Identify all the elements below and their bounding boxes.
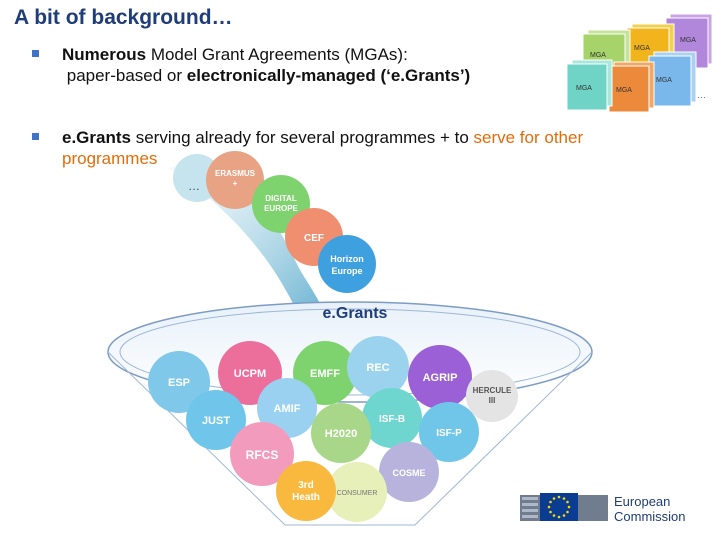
svg-text:JUST: JUST [202, 415, 230, 427]
bullet-bold-text: electronically-managed (‘e.Grants’) [186, 66, 471, 85]
eu-flag-icon [540, 493, 578, 521]
svg-text:HERCULE: HERCULE [473, 386, 512, 395]
slide-title: A bit of background… [14, 6, 233, 29]
svg-text:UCPM: UCPM [234, 368, 266, 380]
bullet-text: serving already for several programmes +… [135, 128, 469, 147]
svg-text:CEF: CEF [304, 233, 324, 244]
bullet-mgas: Numerous Model Grant Agreements (MGAs): … [32, 44, 532, 86]
svg-text:MGA: MGA [656, 77, 672, 84]
svg-text:MGA: MGA [634, 45, 650, 52]
bullet-bold-text: e.Grants [62, 128, 131, 147]
svg-text:EUROPE: EUROPE [264, 204, 298, 213]
h2020-circle: H2020 [311, 403, 371, 463]
rfcs-circle: RFCS [230, 422, 294, 486]
svg-text:Europe: Europe [331, 266, 362, 276]
bullet-marker [32, 133, 39, 140]
svg-text:+: + [233, 179, 238, 188]
stream-arrow [168, 164, 326, 320]
berlaymont-building-icon [520, 495, 540, 521]
mga-doc: MGA [608, 61, 655, 113]
svg-text:Heath: Heath [292, 492, 320, 503]
svg-text:ESP: ESP [168, 377, 190, 389]
european-commission-logo: European Commission [520, 493, 686, 524]
mga-doc: MGA [648, 51, 697, 107]
svg-text:RFCS: RFCS [246, 448, 279, 462]
bullet-text: Model Grant Agreements (MGAs): [150, 45, 408, 64]
isfb-circle: ISF-B [362, 388, 422, 448]
logo-line2: Commission [614, 509, 686, 524]
bullet-accent-text: serve for other [473, 128, 584, 147]
svg-text:…: … [188, 179, 200, 193]
consumer-circle: CONSUMER [327, 462, 387, 522]
bullet-accent-text: programmes [62, 149, 158, 168]
logo-line1: European [614, 494, 670, 509]
svg-text:AMIF: AMIF [274, 403, 301, 415]
mga-ellipsis: … [697, 90, 706, 100]
bullet-marker [32, 50, 39, 57]
mga-documents: MGA MGA MGA MGA MGA MGA … [566, 13, 713, 113]
mga-doc: MGA [566, 59, 613, 111]
svg-text:Horizon: Horizon [330, 254, 364, 264]
svg-text:EMFF: EMFF [310, 368, 340, 380]
svg-text:H2020: H2020 [325, 428, 357, 440]
bullet-text: paper-based or [66, 66, 183, 85]
building-wing [578, 495, 608, 521]
agrip-circle: AGRIP [408, 345, 472, 409]
svg-text:ISF-B: ISF-B [379, 414, 405, 425]
svg-text:CONSUMER: CONSUMER [337, 490, 378, 497]
cosme-circle: COSME [379, 442, 439, 502]
bullet-egrants: e.Grants serving already for several pro… [32, 127, 622, 169]
svg-text:MGA: MGA [590, 52, 606, 59]
svg-text:REC: REC [366, 362, 389, 374]
health-circle: 3rd Heath [276, 461, 336, 521]
horizon-europe-circle: Horizon Europe [318, 235, 376, 293]
rec-circle: REC [347, 336, 409, 398]
svg-text:ERASMUS: ERASMUS [215, 169, 256, 178]
esp-circle: ESP [148, 351, 210, 413]
svg-text:ISF-P: ISF-P [436, 428, 462, 439]
svg-text:MGA: MGA [576, 85, 592, 92]
svg-text:AGRIP: AGRIP [423, 372, 458, 384]
isfp-circle: ISF-P [419, 402, 479, 462]
svg-text:DIGITAL: DIGITAL [265, 194, 297, 203]
egrants-label: e.Grants [323, 305, 388, 322]
just-circle: JUST [186, 390, 246, 450]
bullet-bold-text: Numerous [62, 45, 147, 64]
svg-text:3rd: 3rd [298, 480, 314, 491]
erasmus-circle: ERASMUS + [206, 151, 264, 209]
svg-text:III: III [489, 396, 496, 405]
hercule-circle: HERCULE III [466, 370, 518, 422]
svg-text:MGA: MGA [680, 37, 696, 44]
svg-text:MGA: MGA [616, 87, 632, 94]
amif-circle: AMIF [257, 378, 317, 438]
svg-text:COSME: COSME [392, 468, 425, 478]
